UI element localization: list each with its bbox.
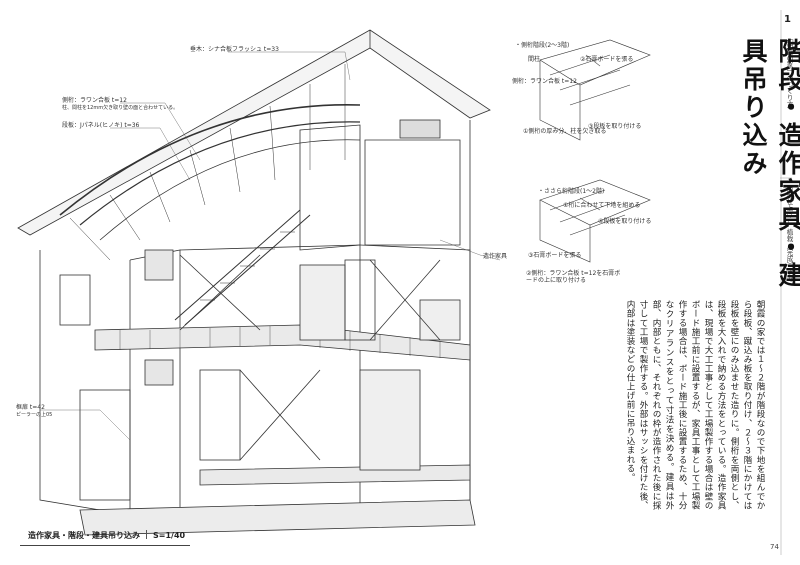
figure-caption: 造作家具・階段・建具吊り込み S=1/40 (28, 530, 185, 541)
stair12-a: ①桁に合わせて下地を組める (563, 202, 641, 209)
stair23-title: ・側桁階段(2〜3階) (515, 42, 570, 49)
page-number: 74 (770, 543, 779, 551)
label-tread: 段板：Jパネル(ヒノキ) t=36 (62, 122, 140, 129)
stair23-e: ③段板を取り付ける (588, 123, 642, 130)
caption-main: 造作家具・階段・建具吊り込み (28, 531, 140, 540)
label-side-stringer: 側桁：ラワン合板 t=12 (62, 97, 127, 104)
chapter-series: 「朝霞の家」のつくり方 (785, 35, 793, 108)
stair12-title: ・ささら桁階段(1〜2階) (538, 188, 605, 195)
body-text: 朝霞の家では１〜２階が階段なので下地を組んでから段板、蹴込み板を取り付け、２〜３… (625, 300, 765, 510)
label-baseboard-note: ピーラーの上05 (16, 412, 53, 418)
label-furniture: 造作家具 (483, 253, 508, 260)
stair23-c: ②石膏ボードを張る (580, 56, 634, 63)
chapter-range: 内部仕上げ — 植栽（完成）まで (785, 185, 793, 282)
stair23-d: ①側桁の厚み分、柱を欠き取る (523, 128, 607, 135)
label-roof-board: 垂木：シナ合板フラッシュ t=33 (190, 46, 279, 53)
stair12-d: ②側桁：ラワン合板 t=12を石膏ボードの上に取り付ける (526, 270, 621, 285)
caption-rule (20, 545, 190, 546)
label-stringer-note: 柱、間柱を12mm欠き取り壁の面と合わせている。 (62, 105, 179, 111)
stair12-b: ④段板を取り付ける (598, 218, 652, 225)
caption-scale: S=1/40 (153, 531, 186, 540)
page-title: 階段・造作家具・建具吊り込み (739, 38, 800, 290)
stair23-b: 側桁：ラワン合板 t=12 (512, 78, 577, 85)
stair12-c: ③石膏ボードを張る (528, 252, 582, 259)
stair23-a: 間柱 (528, 56, 541, 63)
label-baseboard: 框扉 t=42 (16, 404, 45, 411)
chapter-number: 1 (784, 14, 791, 25)
